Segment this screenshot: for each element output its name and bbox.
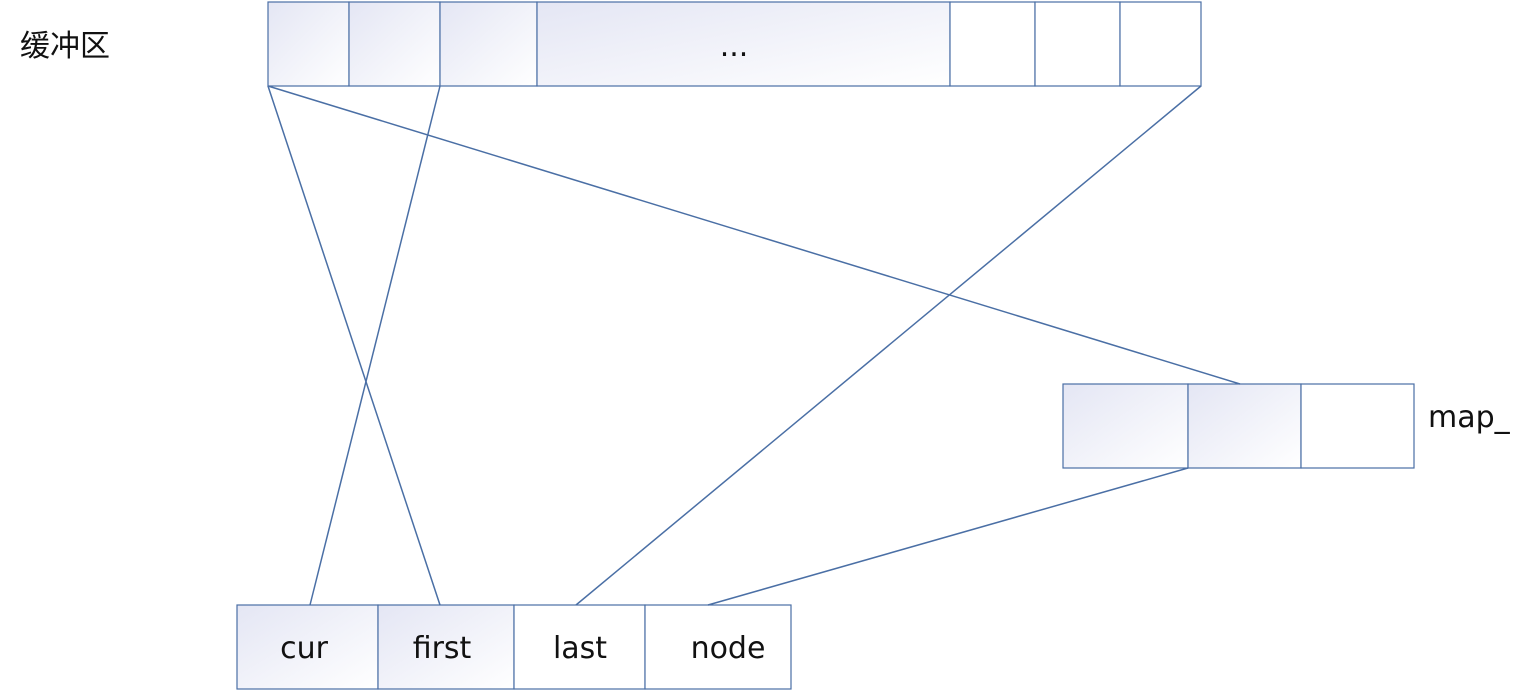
iterator-cell-last (513, 604, 646, 690)
buffer-array: ... (267, 1, 1202, 87)
buffer-cell (1119, 1, 1202, 87)
first-pointer-line (267, 85, 441, 606)
iterator-field-first: first (413, 631, 472, 666)
pointer-connectors (267, 85, 1241, 606)
iterator-field-cur: cur (280, 631, 329, 666)
buffer-cell (1034, 1, 1121, 87)
map-cell (1187, 383, 1302, 469)
iterator-field-node: node (691, 631, 766, 666)
buffer-ellipsis: ... (720, 29, 749, 64)
iterator-struct: cur first last node (236, 604, 792, 690)
buffer-cell (949, 1, 1036, 87)
buffer-cell (348, 1, 441, 87)
buffer-label: 缓冲区 (20, 29, 110, 64)
buffer-cell-ellipsis (536, 1, 951, 87)
iterator-cell-node (644, 604, 792, 690)
node-pointer-line (707, 467, 1189, 606)
map-array (1062, 383, 1415, 469)
map-label: map_ (1428, 400, 1511, 435)
buffer-cell (267, 1, 350, 87)
map-cell (1300, 383, 1415, 469)
last-pointer-line (575, 85, 1202, 606)
iterator-cell-cur (236, 604, 379, 690)
map-to-buffer-line (267, 85, 1241, 385)
buffer-cell (439, 1, 538, 87)
iterator-field-last: last (553, 631, 607, 666)
cur-pointer-line (309, 85, 441, 606)
iterator-cell-first (377, 604, 515, 690)
map-cell (1062, 383, 1189, 469)
